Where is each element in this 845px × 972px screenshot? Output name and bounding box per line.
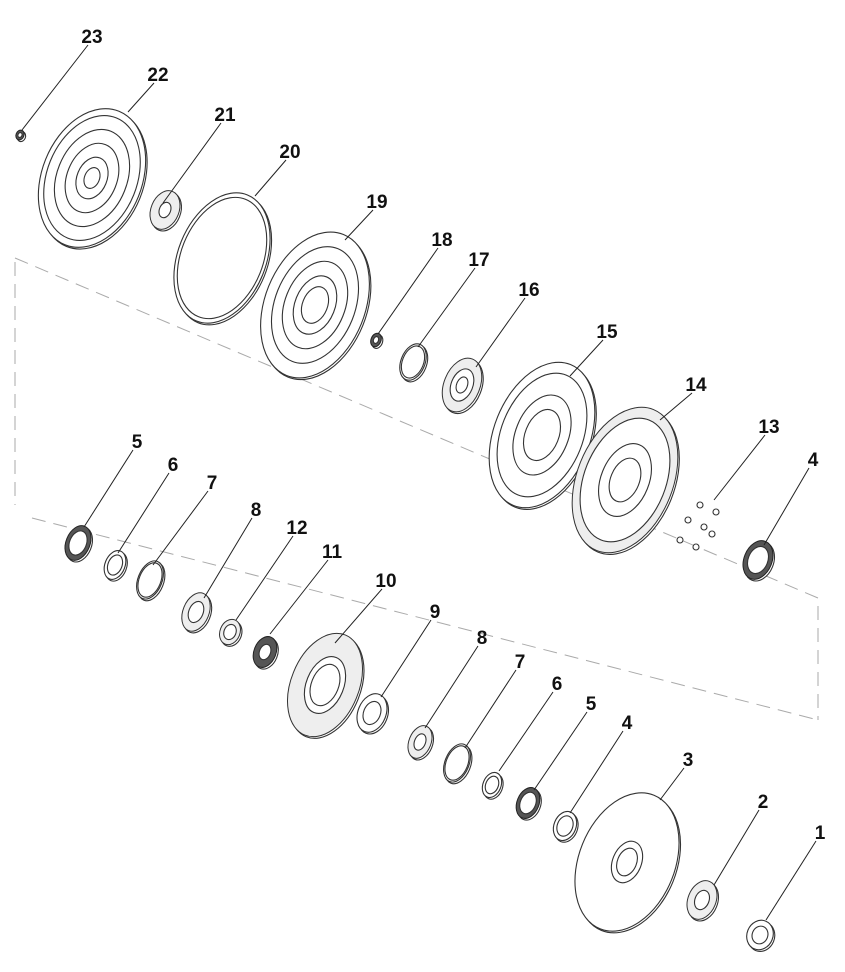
callout-number: 4: [808, 450, 819, 471]
leader-lines: [21, 44, 817, 921]
leader-line: [152, 490, 209, 566]
part-10: [742, 540, 776, 582]
part-6: [399, 343, 429, 383]
part-1: [37, 108, 148, 250]
callout-number: 20: [279, 142, 300, 163]
part-16: [252, 636, 279, 670]
callout-number: 5: [586, 694, 597, 715]
callout-number: 11: [322, 542, 343, 563]
callout-labels: 2322212019181716151413456781211109876543…: [81, 27, 825, 844]
callout-number: 23: [81, 27, 102, 48]
callout-number: 1: [815, 823, 826, 844]
part-17: [287, 632, 365, 739]
part-9: [571, 406, 680, 555]
part-11: [64, 525, 94, 563]
part-18: [356, 693, 390, 735]
leader-line: [377, 247, 439, 335]
leader-line: [475, 297, 526, 368]
part-26: [746, 919, 776, 952]
callout-number: 21: [214, 105, 236, 126]
assembly-boundary-dashed: [14, 257, 819, 720]
part-3: [173, 192, 273, 326]
part-5: [370, 332, 384, 349]
leader-line: [713, 434, 766, 501]
callout-number: 12: [286, 518, 307, 539]
leader-line: [498, 691, 554, 772]
assembly-boundary-dashed: [31, 517, 819, 721]
part-4: [260, 231, 372, 381]
callout-number: 2: [758, 792, 769, 813]
leader-line: [464, 669, 517, 749]
callout-number: 3: [683, 750, 694, 771]
stud-bolt: [700, 523, 708, 531]
part-13: [136, 560, 166, 602]
callout-number: 14: [685, 375, 707, 396]
leader-line: [659, 392, 693, 421]
callout-number: 9: [430, 602, 441, 623]
part-15: [219, 618, 243, 647]
part-25: [686, 880, 720, 922]
parts: [15, 108, 776, 952]
part-2: [149, 190, 183, 232]
leader-line: [344, 209, 374, 241]
callout-number: 5: [132, 432, 143, 453]
part-22: [515, 787, 542, 821]
leader-line: [235, 535, 294, 621]
leader-line: [83, 449, 134, 528]
part-21: [481, 771, 504, 800]
leader-line: [21, 44, 89, 131]
stud-bolt: [692, 543, 700, 551]
stud-bolt: [708, 530, 716, 538]
callout-number: 22: [147, 65, 168, 86]
stud-bolt: [696, 501, 704, 509]
callout-number: 7: [207, 473, 218, 494]
callout-number: 8: [251, 500, 262, 521]
callout-number: 18: [431, 230, 452, 251]
leader-line: [254, 159, 287, 197]
stud-bolt: [676, 536, 684, 544]
part-12: [103, 550, 128, 582]
callout-number: 16: [518, 280, 539, 301]
part-7: [441, 357, 484, 415]
leader-line: [162, 122, 222, 204]
callout-number: 15: [596, 322, 618, 343]
callout-number: 19: [366, 192, 387, 213]
leader-line: [569, 339, 604, 377]
leader-line: [127, 82, 155, 113]
part-0: [15, 129, 27, 143]
leader-line: [269, 559, 329, 635]
leader-line: [659, 767, 685, 801]
part-8: [488, 361, 597, 510]
leader-line: [569, 730, 624, 814]
stud-bolt: [712, 508, 720, 516]
callout-number: 17: [468, 250, 489, 271]
leader-line: [763, 467, 810, 546]
callout-number: 13: [758, 417, 779, 438]
leader-line: [424, 645, 479, 729]
part-23: [552, 810, 579, 843]
callout-number: 6: [168, 455, 179, 476]
part-14: [181, 592, 213, 634]
part-19: [407, 725, 435, 761]
leader-line: [334, 588, 383, 644]
callout-number: 10: [375, 571, 396, 592]
leader-line: [713, 809, 760, 886]
stud-bolt: [684, 516, 692, 524]
part-20: [443, 743, 473, 785]
callout-number: 6: [552, 674, 563, 695]
leader-line: [417, 267, 476, 348]
part-24: [574, 792, 682, 934]
callout-number: 7: [515, 652, 526, 673]
leader-line: [117, 472, 170, 554]
callout-number: 8: [477, 628, 488, 649]
leader-line: [765, 840, 817, 921]
leader-line: [533, 711, 588, 791]
leader-line: [203, 517, 253, 599]
callout-number: 4: [622, 713, 633, 734]
leader-line: [380, 619, 432, 698]
